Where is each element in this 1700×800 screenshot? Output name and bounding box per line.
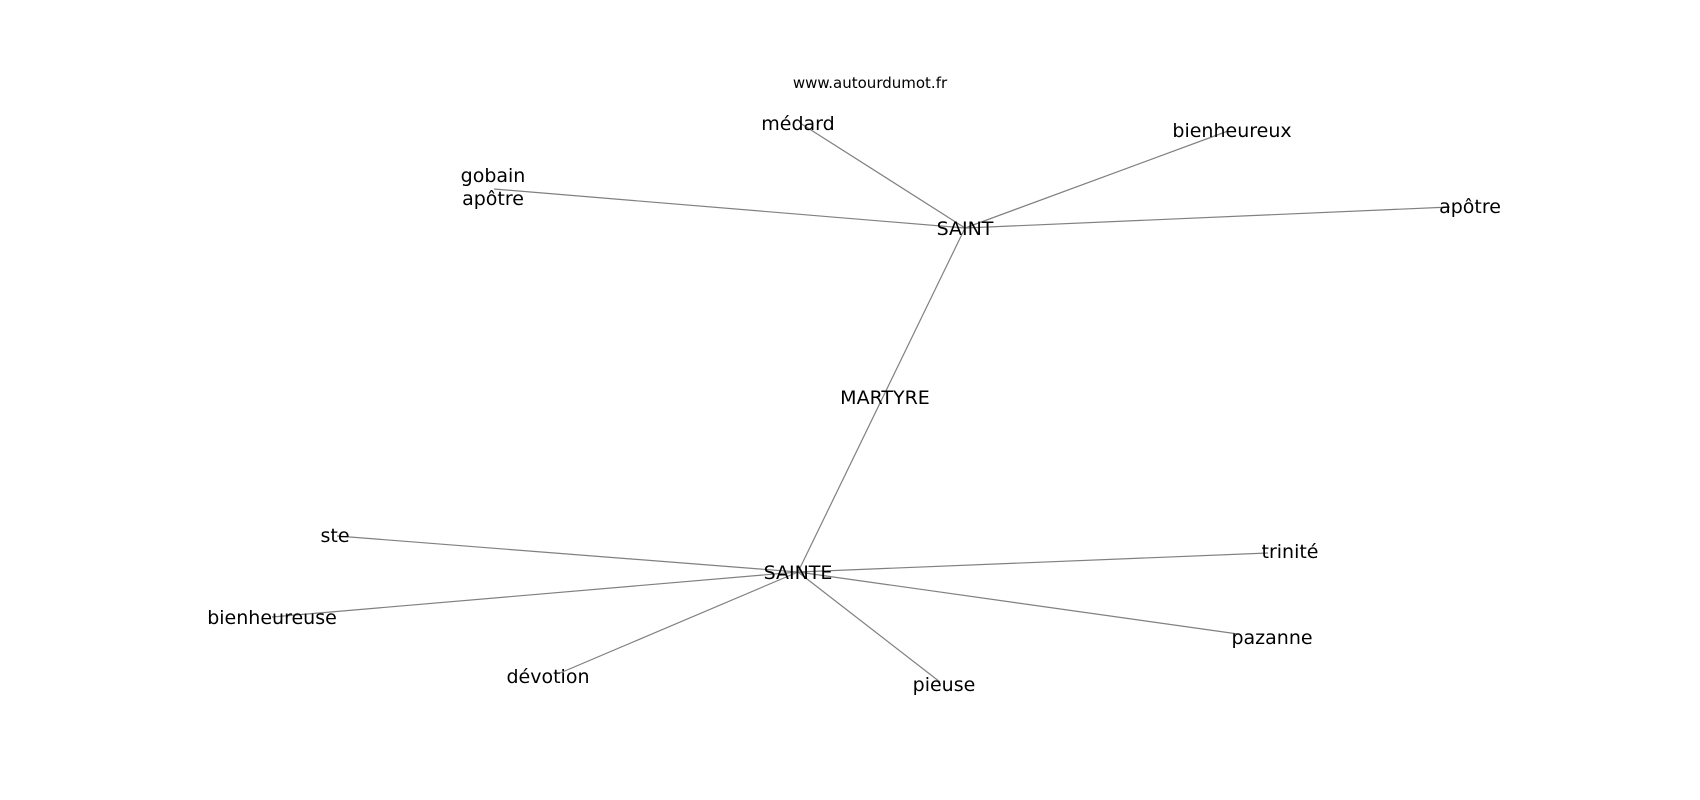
node-apotre-2: apôtre [1439,196,1501,218]
edge-saint-gobain [493,188,966,229]
node-bienheureuse: bienheureuse [207,607,337,629]
graph-edges [271,122,1451,683]
edge-sainte-trinite [797,552,1269,573]
node-devotion: dévotion [506,666,589,688]
node-pieuse: pieuse [913,674,976,696]
edge-sainte-devotion [559,571,799,674]
edge-sainte-pazanne [797,571,1239,635]
edge-sainte-pieuse [797,571,941,683]
edge-saint-medard [799,122,966,229]
node-sainte: SAINTE [764,562,833,584]
node-apotre-1: apôtre [462,188,524,210]
node-medard: médard [761,113,834,135]
node-ste: ste [320,525,349,547]
node-martyre: MARTYRE [840,387,930,409]
edge-saint-apotre-2 [964,206,1451,229]
node-gobain: gobain [461,165,526,187]
edge-saint-sainte [797,227,966,573]
site-url: www.autourdumot.fr [793,74,948,92]
node-pazanne: pazanne [1231,627,1312,649]
graph-labels: www.autourdumot.fr SAINT MARTYRE SAINTE méd… [207,74,1501,696]
node-bienheureux: bienheureux [1172,120,1291,142]
edge-sainte-bienheureuse [271,571,799,618]
node-trinite: trinité [1262,541,1319,563]
edge-sainte-ste [336,535,799,573]
edge-saint-bienheureux [964,130,1229,229]
node-saint: SAINT [937,218,994,240]
